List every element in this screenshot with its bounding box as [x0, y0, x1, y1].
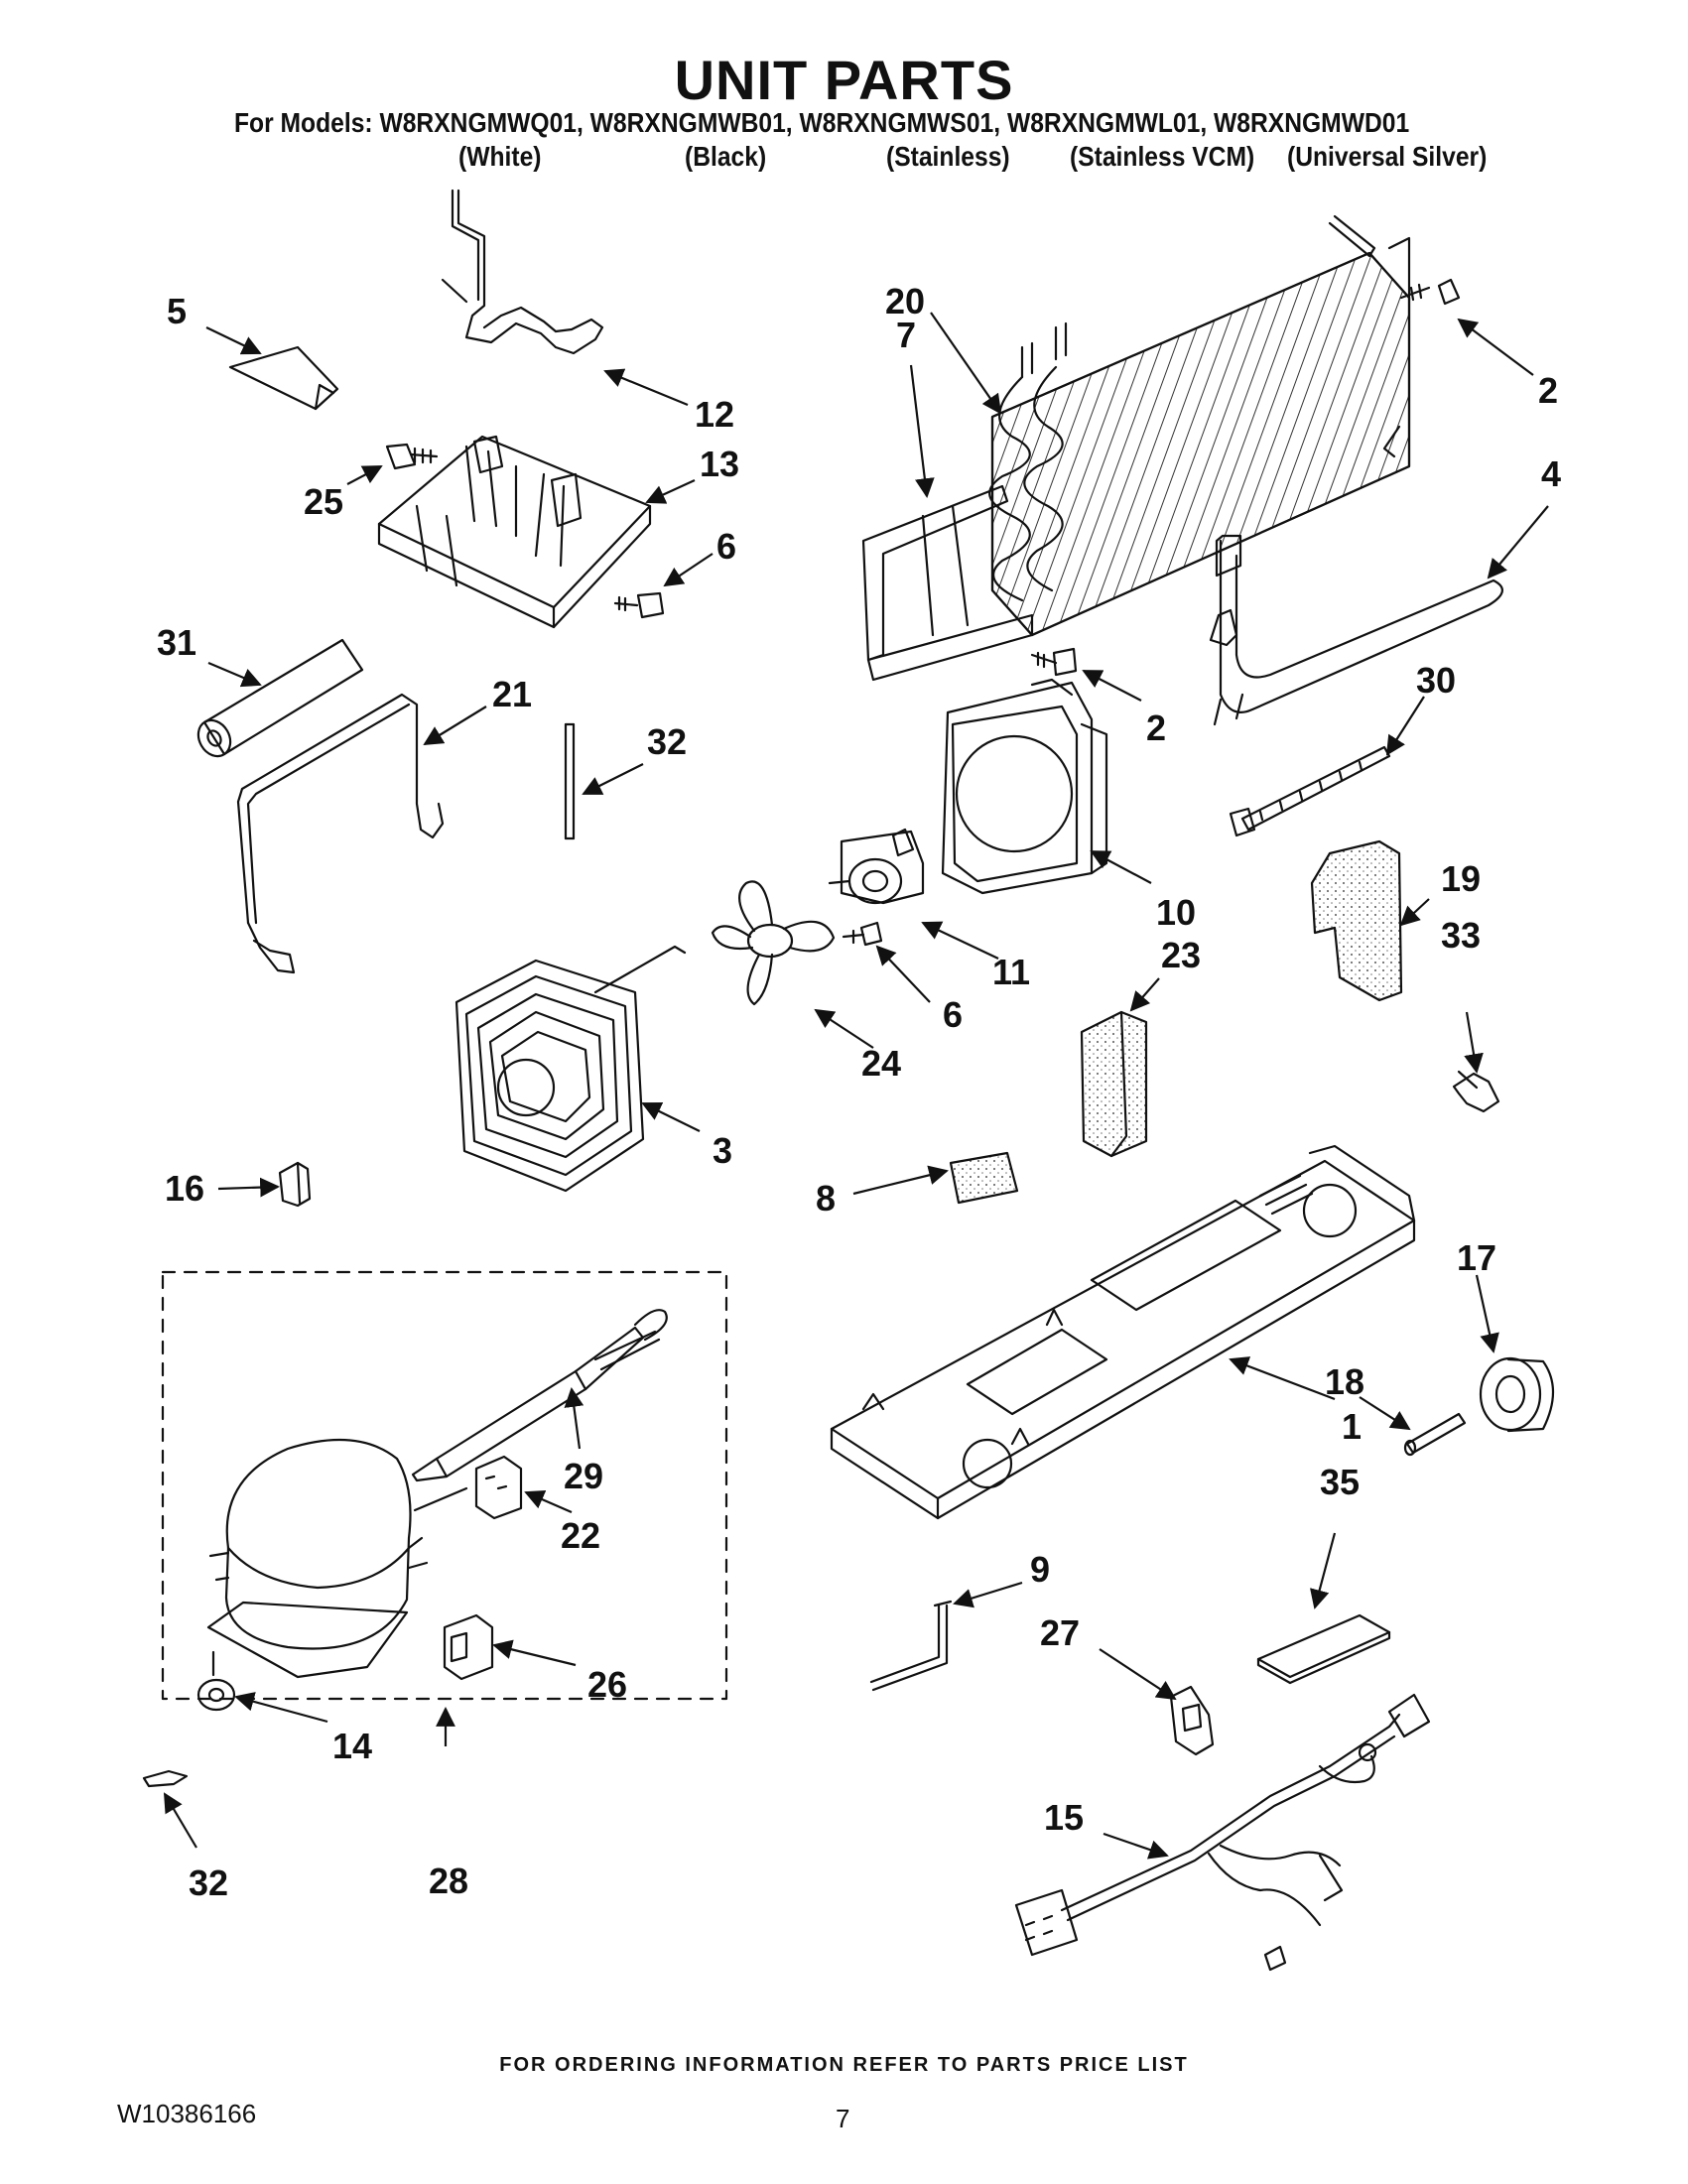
callout-25: 25 [304, 481, 344, 522]
part-condenser [454, 945, 687, 1193]
finish-white: (White) [458, 141, 542, 172]
part-fan-blade [711, 880, 836, 1006]
callout-20: 20 [885, 281, 926, 321]
callout-30: 30 [1416, 660, 1457, 701]
callout-28: 28 [429, 1861, 469, 1901]
callout-9: 9 [1030, 1549, 1051, 1590]
part-grommet-14 [196, 1650, 236, 1712]
page-title: UNIT PARTS [674, 49, 1014, 111]
part-fan-shroud [941, 678, 1108, 895]
part-clip-33 [1452, 1070, 1500, 1113]
part-defrost-heater [1209, 534, 1503, 726]
callout-7: 7 [896, 315, 917, 355]
callout-18: 18 [1325, 1361, 1365, 1402]
part-screw-2a [1399, 278, 1461, 306]
callout-32: 32 [647, 721, 688, 762]
part-label-35 [1256, 1613, 1391, 1685]
part-foam-block-19 [1310, 839, 1403, 1002]
page-number: 7 [836, 2104, 850, 2133]
callout-8: 8 [816, 1178, 837, 1219]
callout-16: 16 [165, 1168, 205, 1209]
part-insulation-tube [196, 638, 364, 758]
part-control-housing [377, 435, 652, 629]
callout-23: 23 [1161, 935, 1202, 975]
finish-stainless-vcm: (Stainless VCM) [1070, 141, 1255, 172]
callout-29: 29 [564, 1456, 604, 1496]
part-foam-block-23 [1080, 1010, 1148, 1158]
part-heater-tube [441, 189, 604, 355]
callout-31: 31 [157, 622, 197, 663]
callout-6b: 6 [943, 994, 964, 1035]
callout-17: 17 [1457, 1237, 1497, 1278]
callout-27: 27 [1040, 1612, 1081, 1653]
callout-19: 19 [1441, 858, 1482, 899]
callout-33: 33 [1441, 915, 1482, 956]
callout-22: 22 [561, 1515, 601, 1556]
part-suction-tube [236, 693, 445, 974]
part-drier [411, 1309, 668, 1482]
part-evaporator [988, 214, 1411, 637]
callout-6: 6 [716, 526, 737, 567]
part-overload [443, 1613, 494, 1681]
callout-11: 11 [992, 952, 1031, 992]
part-bracket-27 [1169, 1685, 1215, 1756]
part-screw-25 [385, 443, 439, 470]
document-number: W10386166 [117, 2099, 257, 2128]
part-evaporator-bracket [861, 484, 1034, 682]
part-base-pan [830, 1144, 1416, 1520]
callout-24: 24 [861, 1043, 902, 1084]
ordering-note: FOR ORDERING INFORMATION REFER TO PARTS … [499, 2054, 1189, 2076]
callout-32b: 32 [189, 1863, 229, 1903]
compressor-group-box [161, 1270, 728, 1701]
part-foam-pad-8 [949, 1151, 1019, 1205]
part-wire-harness [1014, 1693, 1431, 1972]
part-pin-18 [1403, 1412, 1467, 1457]
callout-12: 12 [695, 394, 735, 435]
part-fan-motor [828, 828, 925, 905]
part-screw-6a [613, 591, 665, 619]
callout-4: 4 [1541, 453, 1562, 494]
part-tube-9 [869, 1600, 953, 1692]
part-cable-tie [1229, 745, 1391, 837]
callout-14: 14 [332, 1726, 373, 1766]
finish-stainless: (Stainless) [886, 141, 1010, 172]
part-rod-32 [564, 722, 576, 840]
models-line: For Models: W8RXNGMWQ01, W8RXNGMWB01, W8… [234, 107, 1410, 138]
callout-15: 15 [1044, 1797, 1085, 1838]
callout-10: 10 [1156, 892, 1197, 933]
part-screw-2b [1030, 647, 1078, 677]
part-wire-clip [228, 345, 339, 411]
finish-universal-silver: (Universal Silver) [1287, 141, 1488, 172]
leader-lines [163, 312, 1549, 1860]
part-screw-6b [842, 921, 883, 947]
callout-35: 35 [1320, 1462, 1361, 1502]
callout-5: 5 [167, 291, 188, 331]
callout-1: 1 [1342, 1406, 1363, 1447]
part-grommet-17 [1479, 1356, 1554, 1433]
finish-black: (Black) [685, 141, 767, 172]
part-clip-16 [278, 1161, 312, 1208]
part-clip-32b [142, 1769, 189, 1788]
callout-26: 26 [587, 1664, 628, 1705]
callout-3: 3 [713, 1130, 733, 1171]
part-relay [474, 1455, 523, 1520]
callout-2b: 2 [1146, 707, 1167, 748]
callout-2: 2 [1538, 370, 1559, 411]
part-compressor [206, 1439, 468, 1679]
callout-21: 21 [492, 674, 533, 714]
callout-13: 13 [700, 444, 740, 484]
